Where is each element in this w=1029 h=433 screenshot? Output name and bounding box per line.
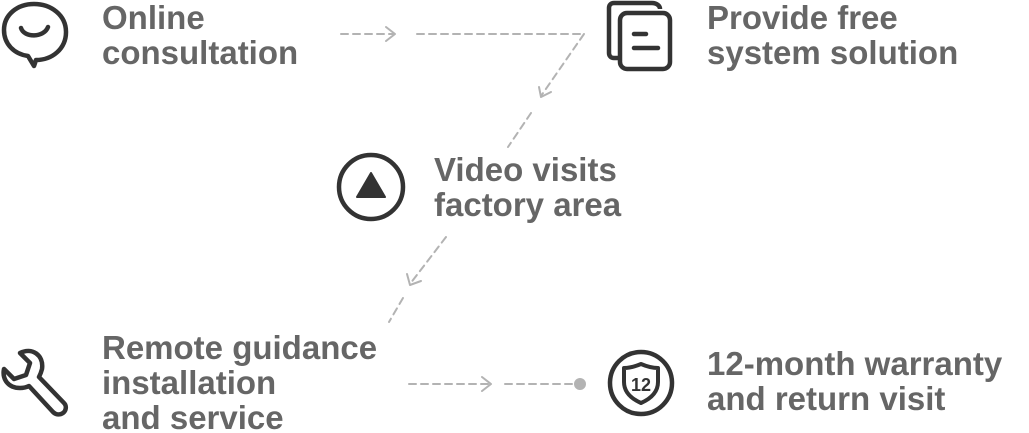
connector-diagonal-1	[540, 33, 585, 97]
connector-diagonal-2b	[388, 297, 404, 323]
step-label-line: system solution	[707, 34, 959, 71]
step-label-line: consultation	[102, 34, 299, 71]
shield-badge-icon: 12	[607, 349, 675, 417]
arrowhead-4	[481, 376, 492, 392]
chat-bubble-smile-icon	[1, 1, 69, 69]
step-label-line: and return visit	[707, 380, 946, 417]
step-label: Video visits factory area	[434, 152, 621, 222]
step-label-line: Provide free	[707, 0, 898, 36]
play-triangle-icon	[336, 152, 406, 222]
step-label-line: Video visits	[434, 151, 617, 188]
connector-diagonal-1b	[507, 112, 532, 148]
step-label: Provide free system solution	[707, 0, 958, 70]
step-label: Online consultation	[102, 0, 298, 70]
step-label-line: Online	[102, 0, 205, 36]
wrench-icon	[1, 348, 69, 417]
step-label-line: 12-month warranty	[707, 345, 1003, 382]
step-label-line: factory area	[434, 186, 622, 223]
connector-end-dot	[574, 378, 586, 390]
connector-diagonal-2	[409, 236, 447, 285]
arrowhead-1	[385, 26, 396, 42]
step-label: Remote guidance installation and service	[102, 330, 377, 433]
badge-number: 12	[631, 375, 651, 395]
arrowhead-3	[406, 273, 422, 286]
step-label-line: installation	[102, 364, 277, 401]
arrowhead-2	[538, 86, 552, 98]
documents-icon	[606, 0, 673, 72]
step-label: 12-month warranty and return visit	[707, 346, 1002, 416]
step-label-line: Remote guidance	[102, 329, 378, 366]
step-label-line: and service	[102, 399, 284, 433]
